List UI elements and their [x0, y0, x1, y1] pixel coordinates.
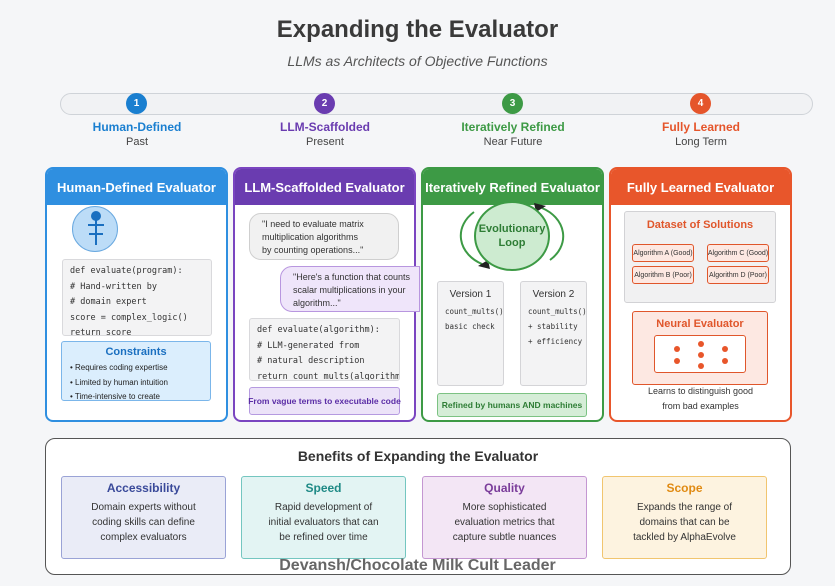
step-1-badge: 1	[126, 93, 147, 114]
version-2-title: Version 2	[532, 289, 575, 300]
card-iteratively-refined-title: Iteratively Refined Evaluator	[423, 169, 602, 205]
benefit-scope: Scope Expands the range of domains that …	[602, 476, 767, 559]
algorithm-chip: Algorithm B (Poor)	[632, 266, 694, 284]
timeline-bar	[60, 93, 813, 115]
version-1-title: Version 1	[449, 289, 492, 300]
step-3-period: Near Future	[483, 136, 543, 148]
watermark: Devansh/Chocolate Milk Cult Leader	[279, 557, 556, 574]
card-human-defined-title: Human-Defined Evaluator	[47, 169, 226, 205]
benefit-quality: Quality More sophisticated evaluation me…	[422, 476, 587, 559]
page-subtitle: LLMs as Architects of Objective Function…	[287, 53, 548, 69]
llm-footer-note: From vague terms to executable code	[248, 387, 401, 415]
algorithm-chip: Algorithm D (Poor)	[707, 266, 769, 284]
constraints-box: Constraints • Requires coding expertise …	[61, 341, 211, 401]
step-3-badge: 3	[502, 93, 523, 114]
benefit-accessibility: Accessibility Domain experts without cod…	[61, 476, 226, 559]
llm-response-bubble: "Here's a function that counts scalar mu…	[280, 266, 420, 312]
benefit-speed: Speed Rapid development of initial evalu…	[241, 476, 406, 559]
benefit-title: Scope	[666, 481, 703, 495]
benefit-title: Speed	[305, 481, 342, 495]
step-4-badge: 4	[690, 93, 711, 114]
step-4-period: Long Term	[675, 136, 727, 148]
benefits-title: Benefits of Expanding the Evaluator	[297, 448, 539, 464]
page-title: Expanding the Evaluator	[276, 16, 559, 43]
benefit-title: Quality	[484, 481, 525, 495]
refined-footer-note: Refined by humans AND machines	[437, 393, 587, 417]
constraint-item: • Limited by human intuition	[70, 377, 168, 387]
algorithm-chip: Algorithm C (Good)	[707, 244, 769, 262]
version-1-box: Version 1 count_mults() basic check	[437, 281, 504, 386]
constraint-item: • Time-intensive to create	[70, 392, 160, 401]
person-icon	[72, 206, 118, 252]
step-2-period: Present	[306, 136, 344, 148]
evolutionary-loop: Evolutionary Loop	[474, 201, 550, 271]
step-2-badge: 2	[314, 93, 335, 114]
algorithm-chip: Algorithm A (Good)	[632, 244, 694, 262]
benefit-title: Accessibility	[106, 481, 181, 495]
dataset-title: Dataset of Solutions	[646, 219, 754, 231]
neural-evaluator-title: Neural Evaluator	[656, 318, 744, 330]
version-2-box: Version 2 count_mults() + stability + ef…	[520, 281, 587, 386]
step-2-label: LLM-Scaffolded	[280, 120, 370, 134]
card-llm-scaffolded-title: LLM-Scaffolded Evaluator	[235, 169, 414, 205]
step-4-label: Fully Learned	[661, 120, 741, 134]
llm-code-block: def evaluate(algorithm):# LLM-generated …	[249, 318, 400, 381]
step-3-label: Iteratively Refined	[461, 120, 565, 134]
user-request-bubble: "I need to evaluate matrix multiplicatio…	[249, 213, 399, 260]
human-code-block: def evaluate(program):# Hand-written by#…	[62, 259, 212, 336]
card-fully-learned-title: Fully Learned Evaluator	[611, 169, 790, 205]
neural-network-icon	[654, 335, 746, 373]
constraint-item: • Requires coding expertise	[70, 363, 168, 372]
step-1-label: Human-Defined	[92, 120, 182, 134]
step-1-period: Past	[125, 136, 148, 148]
learned-caption: Learns to distinguish good from bad exam…	[647, 386, 754, 411]
constraints-title: Constraints	[105, 346, 167, 358]
